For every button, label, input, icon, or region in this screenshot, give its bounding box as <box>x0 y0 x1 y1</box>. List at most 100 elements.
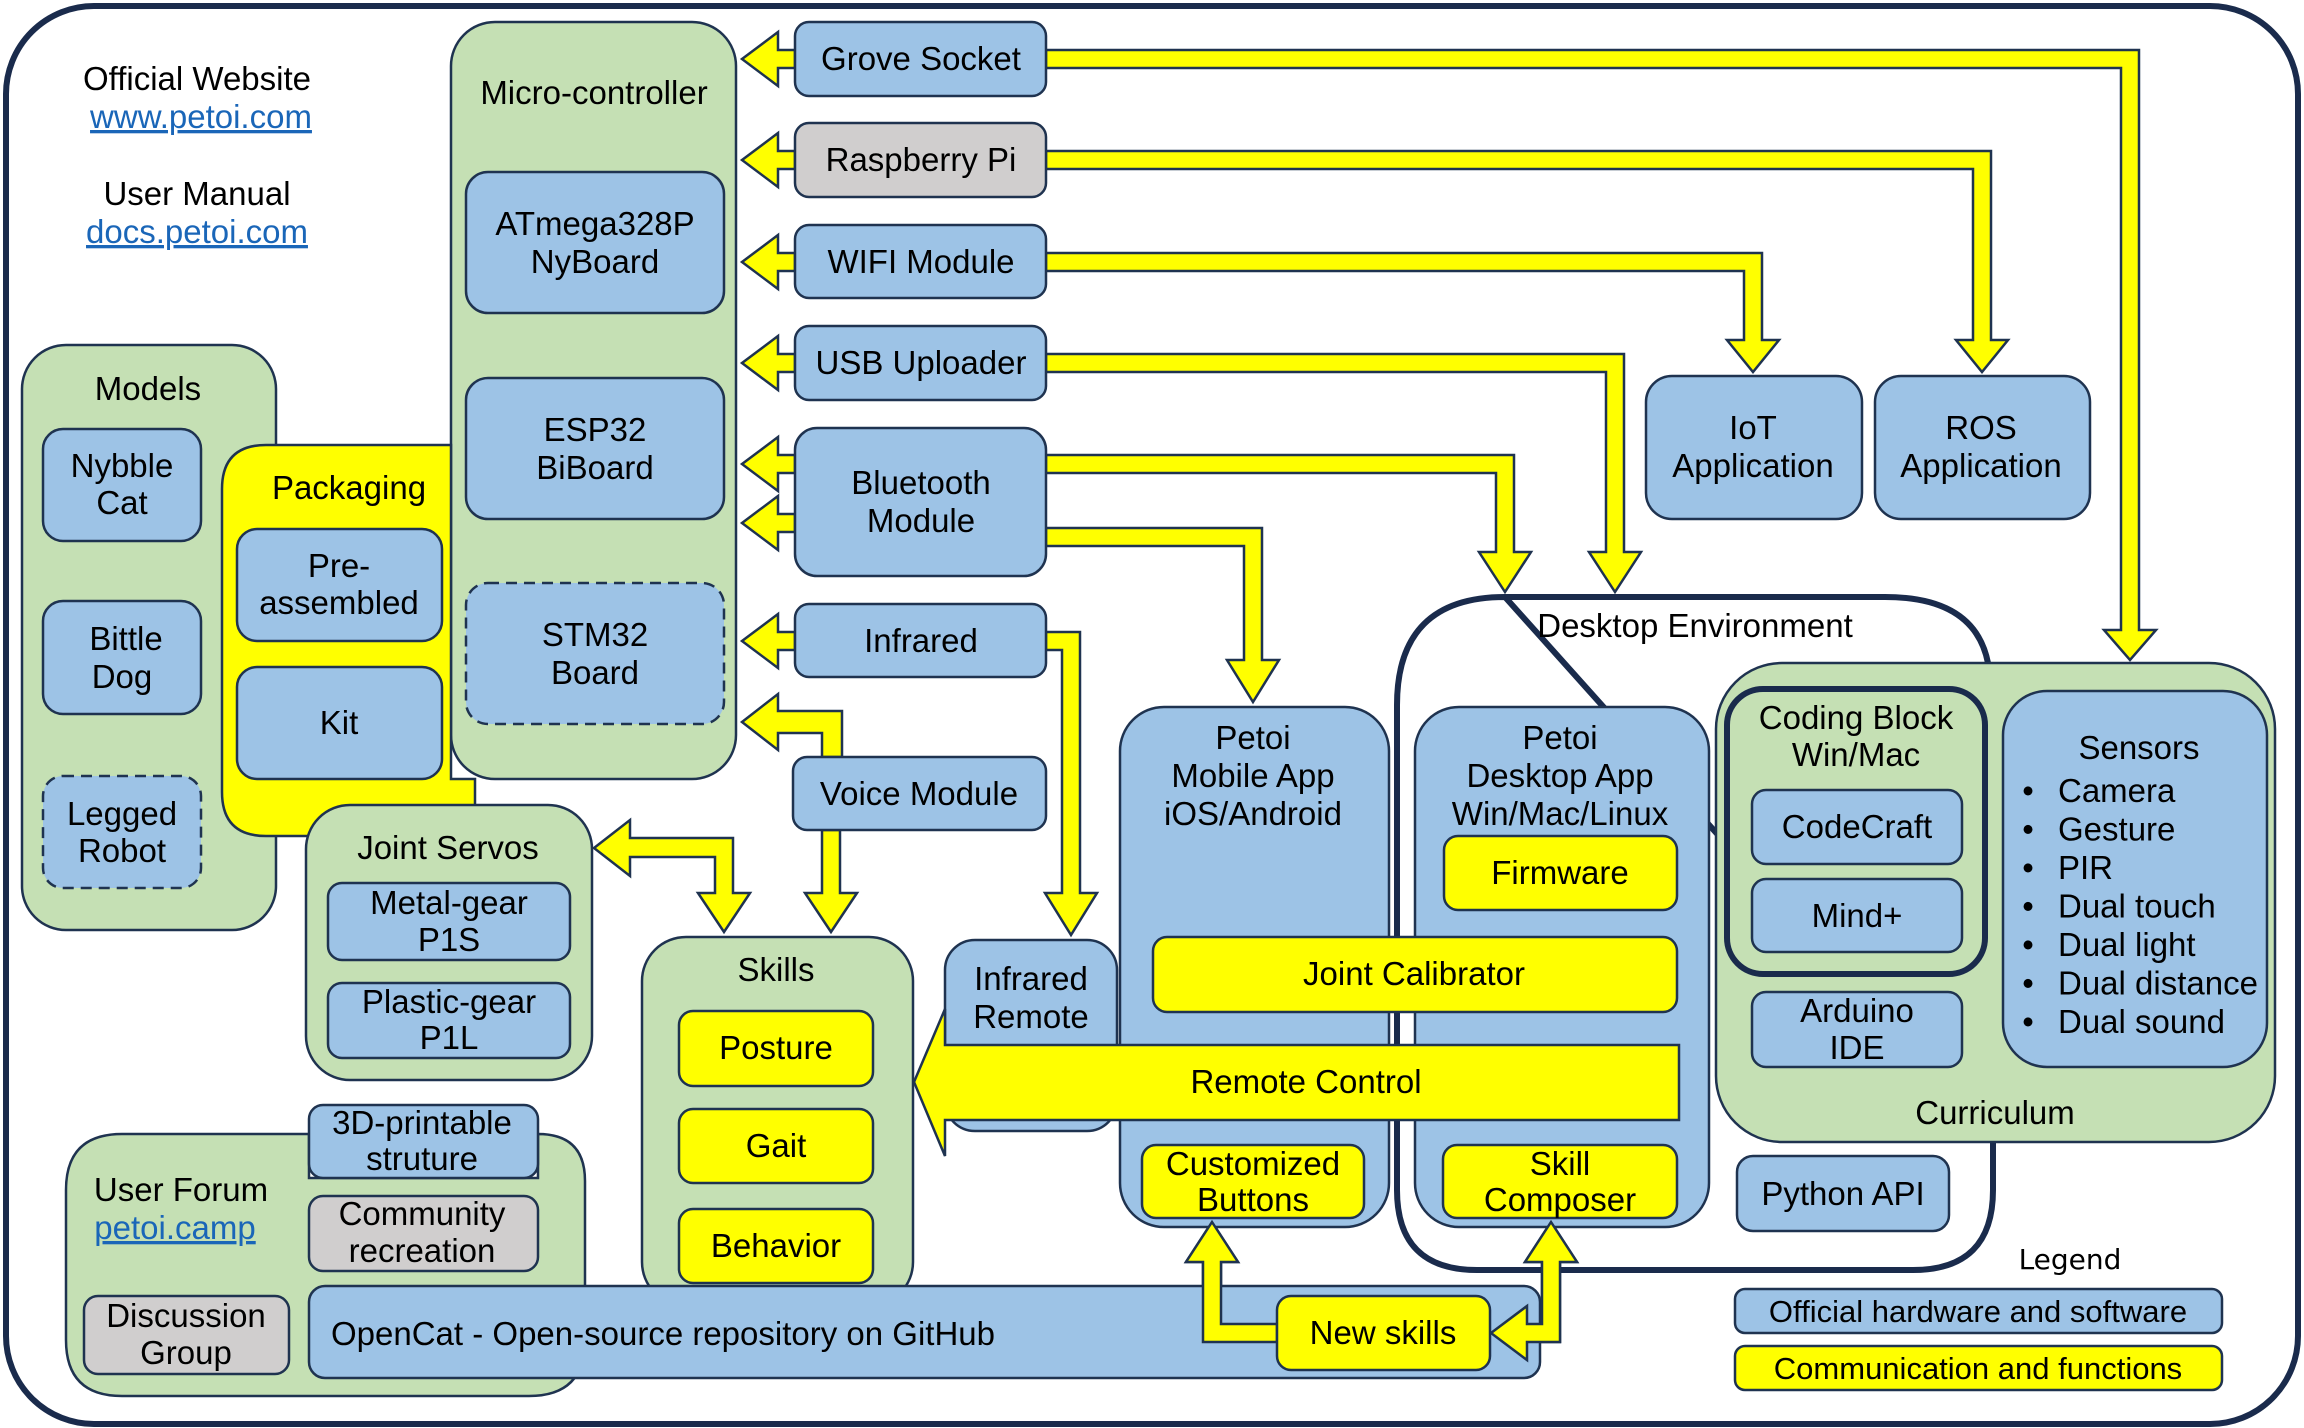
model-legged-robot[interactable]: Legged Robot <box>41 774 203 890</box>
svg-text:Customized: Customized <box>1166 1145 1340 1182</box>
skills-title: Skills <box>737 951 814 988</box>
user-forum-link[interactable]: petoi.camp <box>94 1209 255 1246</box>
svg-text:Cat: Cat <box>96 484 147 521</box>
legend-official: Official hardware and software <box>1733 1287 2224 1335</box>
svg-text:Arduino: Arduino <box>1800 992 1914 1029</box>
svg-text:Application: Application <box>1900 447 2061 484</box>
module-grove-socket[interactable]: Grove Socket <box>793 20 1048 98</box>
module-raspberry-pi[interactable]: Raspberry Pi <box>793 121 1048 199</box>
arrow-infrared-to-microcontroller <box>739 611 797 671</box>
svg-text:recreation: recreation <box>349 1232 496 1269</box>
arduino-ide[interactable]: Arduino IDE <box>1750 990 1964 1069</box>
sensor-item: Gesture <box>2058 811 2175 848</box>
svg-text:Remote Control: Remote Control <box>1190 1063 1421 1100</box>
arrow-wifi-to-microcontroller <box>739 232 797 292</box>
svg-text:Board: Board <box>551 654 639 691</box>
svg-text:STM32: STM32 <box>542 616 648 653</box>
new-skills[interactable]: New skills <box>1275 1294 1492 1372</box>
coding-block-title: Coding Block <box>1759 699 1954 736</box>
arrow-grove-to-curriculum <box>1044 48 2159 662</box>
svg-text:Community: Community <box>339 1195 506 1232</box>
arrow-bluetooth-to-microcontroller-2 <box>739 493 797 553</box>
svg-text:Legged: Legged <box>67 795 177 832</box>
servo-plastic-gear[interactable]: Plastic-gear P1L <box>326 981 572 1060</box>
skill-posture[interactable]: Posture <box>677 1009 875 1088</box>
sensors-box[interactable]: Sensors •Camera•Gesture•PIR•Dual touch•D… <box>2001 689 2269 1069</box>
svg-text:Communication and functions: Communication and functions <box>1774 1351 2182 1386</box>
joint-calibrator[interactable]: Joint Calibrator <box>1151 935 1679 1014</box>
codecraft[interactable]: CodeCraft <box>1750 788 1964 866</box>
module-usb-uploader[interactable]: USB Uploader <box>793 324 1048 402</box>
sensor-item: Dual touch <box>2058 888 2216 925</box>
remote-control-arrow[interactable]: Remote Control <box>912 1008 1681 1157</box>
svg-text:Gait: Gait <box>746 1127 807 1164</box>
svg-text:Robot: Robot <box>78 832 166 869</box>
skill-behavior[interactable]: Behavior <box>677 1207 875 1285</box>
info-block: Official Website www.petoi.com User Manu… <box>83 60 312 250</box>
svg-text:P1L: P1L <box>420 1019 479 1056</box>
outer-frame <box>3 3 2301 1427</box>
svg-text:OpenCat - Open-source reposito: OpenCat - Open-source repository on GitH… <box>331 1315 995 1352</box>
model-nybble[interactable]: Nybble Cat <box>41 427 203 543</box>
board-esp32[interactable]: ESP32 BiBoard <box>464 376 726 521</box>
website-label: Official Website <box>83 60 311 97</box>
svg-text:Grove Socket: Grove Socket <box>821 40 1021 77</box>
svg-text:Pre-: Pre- <box>308 547 370 584</box>
packaging-title: Packaging <box>272 469 426 506</box>
svg-text:ROS: ROS <box>1945 409 2017 446</box>
discussion-group[interactable]: Discussion Group <box>82 1294 291 1376</box>
svg-text:Plastic-gear: Plastic-gear <box>362 983 536 1020</box>
community-recreation[interactable]: Community recreation <box>307 1194 540 1273</box>
manual-link[interactable]: docs.petoi.com <box>86 213 308 250</box>
module-infrared[interactable]: Infrared <box>793 602 1048 679</box>
module-bluetooth[interactable]: Bluetooth Module <box>793 426 1048 578</box>
svg-text:Application: Application <box>1672 447 1833 484</box>
svg-text:New skills: New skills <box>1310 1314 1457 1351</box>
svg-text:Mobile App: Mobile App <box>1171 757 1334 794</box>
joint-servos-group: Joint Servos Metal-gear P1S Plastic-gear… <box>304 803 594 1082</box>
module-wifi[interactable]: WIFI Module <box>793 223 1048 300</box>
sensor-item: Camera <box>2058 772 2176 809</box>
arrow-composer-newskills-overlay <box>1488 1219 1580 1363</box>
coding-block-subtitle: Win/Mac <box>1792 736 1920 773</box>
svg-text:Nybble: Nybble <box>71 447 174 484</box>
svg-text:ATmega328P: ATmega328P <box>495 205 694 242</box>
svg-text:Infrared: Infrared <box>864 622 978 659</box>
svg-text:Composer: Composer <box>1484 1181 1636 1218</box>
desktop-firmware[interactable]: Firmware <box>1442 834 1679 912</box>
manual-label: User Manual <box>103 175 290 212</box>
model-bittle[interactable]: Bittle Dog <box>41 599 203 716</box>
svg-text:Mind+: Mind+ <box>1812 897 1903 934</box>
website-link[interactable]: www.petoi.com <box>89 98 312 135</box>
sensor-bullet-icon: • <box>2022 811 2034 848</box>
customized-buttons[interactable]: Customized Buttons <box>1140 1143 1366 1220</box>
svg-text:IoT: IoT <box>1729 409 1777 446</box>
packaging-kit[interactable]: Kit <box>235 665 444 781</box>
curriculum-group: Curriculum Coding Block Win/Mac CodeCraf… <box>1714 661 2277 1144</box>
arrow-raspberry-to-microcontroller <box>739 130 797 190</box>
svg-text:3D-printable: 3D-printable <box>332 1104 512 1141</box>
packaging-preassembled[interactable]: Pre- assembled <box>235 527 444 643</box>
svg-text:Kit: Kit <box>320 704 359 741</box>
svg-text:iOS/Android: iOS/Android <box>1164 795 1342 832</box>
modules-column: Grove Socket Raspberry Pi WIFI Module US… <box>791 20 1048 832</box>
mindplus[interactable]: Mind+ <box>1750 877 1964 954</box>
python-api[interactable]: Python API <box>1735 1154 1951 1233</box>
skill-gait[interactable]: Gait <box>677 1107 875 1185</box>
printable-structure[interactable]: 3D-printable struture <box>307 1103 540 1180</box>
models-title: Models <box>95 370 201 407</box>
servo-metal-gear[interactable]: Metal-gear P1S <box>326 881 572 962</box>
opencat-repository[interactable]: OpenCat - Open-source repository on GitH… <box>307 1284 1542 1380</box>
application-ros[interactable]: ROS Application <box>1873 374 2092 521</box>
svg-text:Petoi: Petoi <box>1522 719 1597 756</box>
arrow-bluetooth-to-desktop <box>1044 453 1534 595</box>
board-atmega[interactable]: ATmega328P NyBoard <box>464 170 726 315</box>
arrow-usb-to-desktop <box>1044 352 1644 595</box>
board-stm32[interactable]: STM32 Board <box>464 581 726 726</box>
skill-composer[interactable]: Skill Composer <box>1441 1143 1679 1220</box>
sensor-bullet-icon: • <box>2022 849 2034 886</box>
module-voice[interactable]: Voice Module <box>791 755 1048 832</box>
application-iot[interactable]: IoT Application <box>1644 374 1864 521</box>
svg-text:Joint Calibrator: Joint Calibrator <box>1303 955 1525 992</box>
